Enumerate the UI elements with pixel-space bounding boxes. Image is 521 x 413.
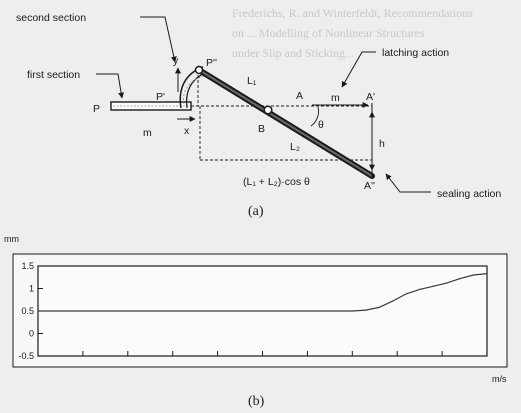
data-point	[239, 310, 241, 312]
label-l2: L₂	[290, 141, 300, 153]
label-l1: L₁	[247, 75, 257, 87]
data-point	[472, 274, 475, 276]
data-point	[217, 310, 219, 312]
data-point	[486, 273, 488, 275]
sealing-action-leader	[385, 173, 431, 193]
data-point	[351, 310, 353, 312]
label-sealing-action: sealing action	[437, 188, 501, 200]
y-tick-label: 0.5	[21, 306, 34, 316]
data-point	[329, 310, 331, 312]
caption-a: (a)	[248, 204, 264, 219]
x-unit-label: m/s	[492, 374, 507, 384]
y-unit-label: mm	[4, 234, 19, 244]
label-p-prime: P'	[156, 91, 165, 103]
data-point	[365, 309, 367, 311]
pivot-b	[263, 105, 273, 115]
data-point	[392, 300, 394, 302]
bg-text-line-1: Frederichs, R. and Winterfeldt, Recommen…	[232, 6, 473, 20]
latching-action-leader	[341, 51, 376, 88]
label-a-prime: A'	[366, 91, 375, 103]
data-point	[59, 310, 62, 312]
label-p-double-prime: P''	[206, 57, 217, 69]
label-x: x	[184, 125, 190, 137]
label-first-section: first section	[27, 69, 80, 81]
label-formula: (L₁ + L₂)·cos θ	[243, 176, 310, 188]
first-section-rod	[110, 101, 192, 111]
label-second-section: second section	[16, 12, 86, 24]
label-m-left: m	[143, 127, 152, 139]
second-section-leader	[140, 16, 177, 63]
label-theta: θ	[318, 119, 324, 131]
label-b: B	[258, 123, 265, 135]
data-point	[459, 278, 461, 280]
x-axis	[37, 351, 488, 356]
data-point	[149, 310, 151, 312]
data-point	[419, 288, 421, 290]
label-y: y	[173, 55, 179, 67]
series-layer	[37, 273, 488, 312]
y-tick-label: 1.5	[21, 261, 34, 271]
label-a-double-prime: A''	[364, 180, 375, 192]
theta-arc	[310, 106, 319, 127]
data-point	[405, 293, 407, 295]
y-tick-label: 1	[29, 284, 34, 294]
first-section-leader	[96, 73, 125, 99]
data-point	[172, 310, 174, 312]
data-point	[37, 310, 39, 312]
label-latching-action: latching action	[382, 47, 449, 59]
displacement-chart: mm m/s 1.5 1 0.5 0 -0.5 (b)	[4, 234, 508, 409]
data-point	[82, 310, 84, 312]
label-m-right: m	[331, 92, 340, 104]
bg-text-line-2: on ... Modelling of Nonlinear Structures	[232, 26, 425, 40]
data-point	[378, 306, 380, 308]
pivot-p-double-prime	[194, 65, 204, 75]
data-point	[432, 285, 434, 287]
data-point	[194, 310, 196, 312]
caption-b: (b)	[248, 394, 265, 409]
data-point	[104, 310, 106, 312]
y-tick-label: -0.5	[18, 351, 34, 361]
data-point	[445, 282, 448, 284]
data-point	[306, 310, 308, 312]
label-a: A	[296, 90, 303, 102]
y-tick-label: 0	[29, 329, 34, 339]
mechanism-diagram: second section first section latching ac…	[16, 12, 501, 219]
data-point	[261, 310, 264, 312]
data-point	[127, 310, 129, 312]
label-h: h	[379, 138, 385, 150]
data-point	[284, 310, 286, 312]
label-p: P	[93, 103, 100, 115]
bg-text-line-3: under Slip and Sticking...	[232, 46, 354, 60]
